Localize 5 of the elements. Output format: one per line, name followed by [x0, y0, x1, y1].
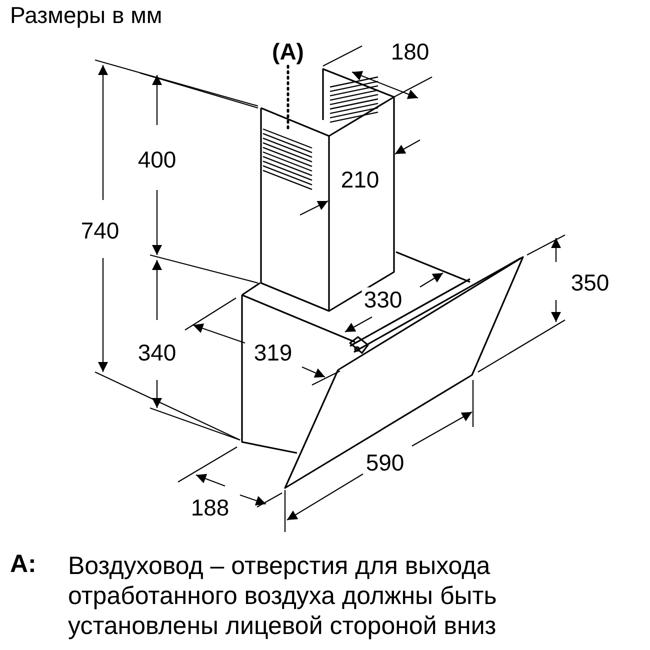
vent-grille-drawing [262, 128, 312, 190]
diagram-title: Размеры в мм [10, 3, 162, 28]
note-marker: A: [10, 551, 36, 578]
callout-label: (A) [272, 39, 304, 65]
note-text: Воздуховод – отверстия для выхода отработанного воздуха должны быть установлены лицевой стороной вниз [68, 551, 498, 641]
